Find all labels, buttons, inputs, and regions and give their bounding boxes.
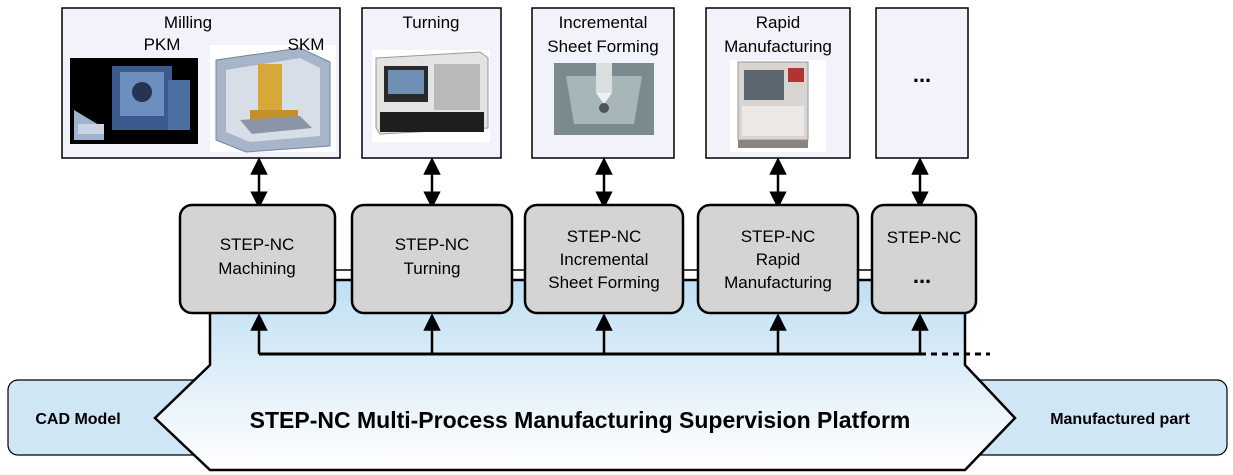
module-line-rapid-1: STEP-NC bbox=[741, 227, 816, 246]
module-line-isf-3: Sheet Forming bbox=[548, 273, 660, 292]
module-line-more-1: STEP-NC bbox=[887, 228, 962, 247]
module-line-isf-2: Incremental bbox=[560, 250, 649, 269]
module-line-turning-1: STEP-NC bbox=[395, 235, 470, 254]
turning-machine-image bbox=[372, 50, 490, 142]
platform-title: STEP-NC Multi-Process Manufacturing Supe… bbox=[250, 407, 911, 433]
module-line-more-2: ... bbox=[913, 263, 931, 288]
machine-title-turning: Turning bbox=[402, 13, 459, 32]
machine-title-more: ... bbox=[913, 62, 931, 87]
module-line-rapid-2: Rapid bbox=[756, 250, 800, 269]
module-line-turning-2: Turning bbox=[403, 259, 460, 278]
machine-title-isf-line1: Incremental bbox=[559, 13, 648, 32]
machine-title-isf-line2: Sheet Forming bbox=[547, 37, 659, 56]
machine-box-more bbox=[875, 7, 969, 159]
module-box-isf bbox=[523, 203, 685, 315]
module-box-machining bbox=[178, 203, 337, 315]
output-label: Manufactured part bbox=[1050, 411, 1190, 428]
machine-label-pkm: PKM bbox=[144, 35, 181, 54]
isf-image bbox=[554, 63, 654, 135]
pkm-machine-image bbox=[70, 58, 198, 144]
machine-title-rapid-line1: Rapid bbox=[756, 13, 800, 32]
machine-title-milling: Milling bbox=[164, 13, 212, 32]
module-box-rapid bbox=[696, 203, 860, 315]
input-label: CAD Model bbox=[35, 411, 120, 428]
module-line-machining-2: Machining bbox=[218, 259, 296, 278]
module-line-isf-1: STEP-NC bbox=[567, 227, 642, 246]
module-line-rapid-3: Manufacturing bbox=[724, 273, 832, 292]
machine-label-skm: SKM bbox=[288, 35, 325, 54]
rapid-machine-image bbox=[730, 60, 826, 152]
module-box-turning bbox=[350, 203, 514, 315]
skm-machine-image bbox=[210, 45, 336, 153]
machine-title-rapid-line2: Manufacturing bbox=[724, 37, 832, 56]
module-box-more bbox=[870, 203, 978, 315]
module-line-machining-1: STEP-NC bbox=[220, 235, 295, 254]
